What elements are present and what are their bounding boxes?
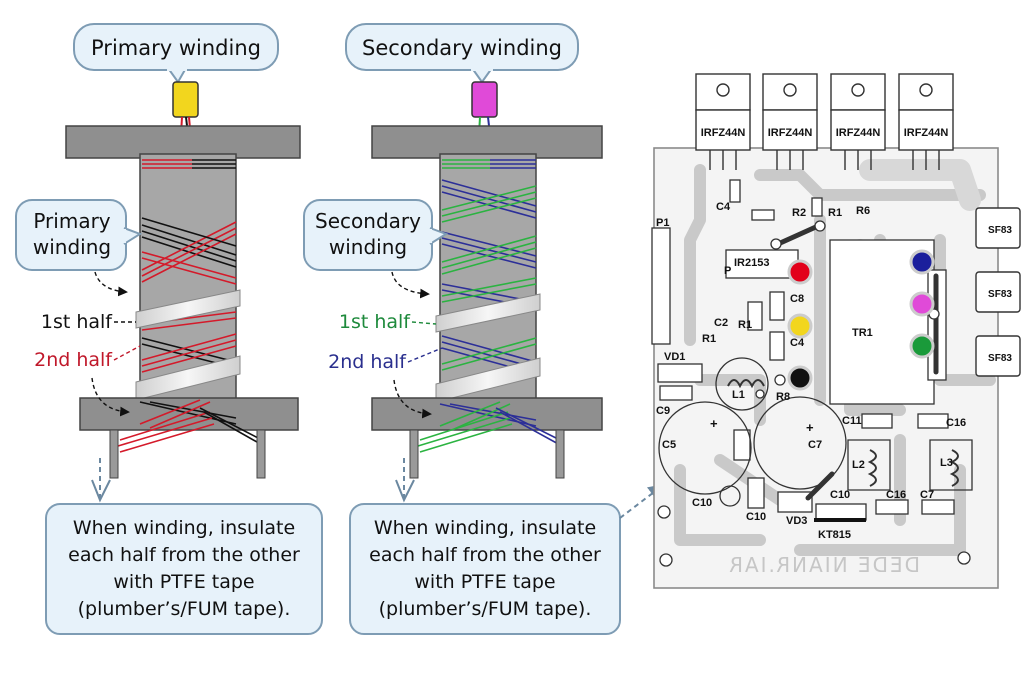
pcb-label-c10-b: C10	[746, 511, 766, 523]
pcb-label-l3: L3	[940, 457, 953, 469]
primary-wire-bundle	[141, 159, 237, 373]
primary-note-line-1: When winding, insulate	[73, 517, 295, 539]
pcb-label-plus-a: +	[710, 416, 718, 431]
pcb-label-c10-c: C10	[830, 489, 850, 501]
secondary-tape-2	[435, 357, 541, 403]
pcb-label-ic: IR2153	[734, 257, 769, 269]
pcb-label-c9: C9	[656, 405, 670, 417]
pcb-label-c5: C5	[662, 439, 676, 451]
pcb-label-c16-top: C16	[946, 417, 966, 429]
secondary-second-half-label: 2nd half	[328, 351, 407, 373]
yellow-connector-icon	[172, 81, 199, 118]
pcb-label-r6: R6	[856, 205, 870, 217]
secondary-side-line2: winding	[329, 235, 407, 259]
primary-note-line-3: with PTFE tape	[113, 571, 254, 593]
pcb-label-c2: C2	[714, 317, 728, 329]
pcb-label-vd1: VD1	[664, 351, 685, 363]
pcb-label-kt815: KT815	[818, 529, 851, 541]
transistor-1-label: IRFZ44N	[701, 127, 746, 139]
pcb-label-r1-mid: R1	[738, 319, 752, 331]
secondary-side-callout: Secondary winding	[303, 199, 449, 271]
pcb-mirrored-text: DEDE NIANR.IAR	[727, 553, 920, 577]
pcb-label-plus-b: +	[806, 420, 814, 435]
black-dot-icon	[787, 365, 813, 391]
yellow-dot-icon	[787, 313, 813, 339]
pcb-label-r2: R2	[792, 207, 806, 219]
primary-second-half-label: 2nd half	[34, 349, 113, 371]
secondary-pin-right	[555, 429, 565, 479]
blue-dot-icon	[909, 249, 935, 275]
pcb-label-c8: C8	[790, 293, 804, 305]
transistor-2-label: IRFZ44N	[768, 127, 813, 139]
pcb-label-l1: L1	[732, 389, 745, 401]
secondary-note-box: When winding, insulate each half from th…	[349, 458, 621, 635]
primary-top-callout-text: Primary winding	[91, 36, 261, 60]
primary-pin-left	[109, 429, 119, 479]
pcb-label-tr1: TR1	[852, 327, 873, 339]
pcb-label-r8: R8	[776, 391, 790, 403]
primary-side-callout: Primary winding	[15, 199, 143, 271]
pcb-label-p: P	[724, 265, 731, 277]
pcb-label-c7-big: C7	[808, 439, 822, 451]
diode-column: SF83 SF83 SF83	[975, 207, 1021, 377]
diode-1-label: SF83	[988, 225, 1012, 236]
pcb-label-vd3: VD3	[786, 515, 807, 527]
pcb-layout: IRFZ44N IRFZ44N IRFZ44N IR	[651, 73, 1021, 589]
magenta-connector-icon	[471, 81, 498, 118]
diode-2-label: SF83	[988, 289, 1012, 300]
dashed-arrow-icon	[393, 379, 432, 419]
secondary-top-flange	[371, 125, 603, 159]
primary-note-line-4: (plumber’s/FUM tape).	[78, 598, 291, 620]
secondary-bobbin-group: Secondary winding	[303, 23, 665, 635]
primary-note-line-2: each half from the other	[68, 544, 300, 566]
dashed-arrow-icon	[91, 377, 130, 417]
transistor-4-label: IRFZ44N	[904, 127, 949, 139]
primary-pin-right	[256, 429, 266, 479]
diode-3-label: SF83	[988, 353, 1012, 364]
primary-note-box: When winding, insulate each half from th…	[45, 458, 323, 635]
primary-side-line1: Primary	[33, 209, 110, 233]
primary-top-flange	[65, 125, 301, 159]
secondary-side-line1: Secondary	[315, 209, 421, 233]
pcb-label-r1-low: R1	[702, 333, 716, 345]
transistor-3-label: IRFZ44N	[836, 127, 881, 139]
pcb-label-c11: C11	[842, 415, 862, 427]
magenta-dot-icon	[909, 291, 935, 317]
pcb-label-c10-a: C10	[692, 497, 712, 509]
secondary-note-line-1: When winding, insulate	[374, 517, 596, 539]
pcb-label-p1: P1	[656, 217, 669, 229]
dashed-arrow-icon	[94, 271, 128, 297]
dashed-arrow-icon	[391, 271, 430, 299]
secondary-top-callout-text: Secondary winding	[362, 36, 562, 60]
secondary-first-half-label: 1st half	[339, 311, 411, 333]
primary-side-line2: winding	[33, 235, 111, 259]
secondary-tape-1	[435, 293, 541, 333]
secondary-note-line-2: each half from the other	[369, 544, 601, 566]
secondary-note-line-3: with PTFE tape	[414, 571, 555, 593]
pcb-label-c4-mid: C4	[790, 337, 805, 349]
primary-bobbin-group: Primary winding	[15, 23, 323, 635]
transistor-row: IRFZ44N IRFZ44N IRFZ44N IR	[695, 73, 954, 170]
primary-top-callout: Primary winding	[73, 23, 279, 84]
green-dot-icon	[909, 333, 935, 359]
secondary-pin-left	[409, 429, 419, 479]
primary-tape-2	[135, 355, 241, 401]
secondary-note-line-4: (plumber’s/FUM tape).	[379, 598, 592, 620]
pcb-label-c7-small: C7	[920, 489, 934, 501]
pcb-label-c16-bot: C16	[886, 489, 906, 501]
pcb-label-r1-top: R1	[828, 207, 842, 219]
pcb-label-l2: L2	[852, 459, 865, 471]
secondary-top-callout: Secondary winding	[345, 23, 579, 84]
pcb-label-c4-top: C4	[716, 201, 731, 213]
red-dot-icon	[787, 259, 813, 285]
primary-first-half-label: 1st half	[41, 311, 113, 333]
